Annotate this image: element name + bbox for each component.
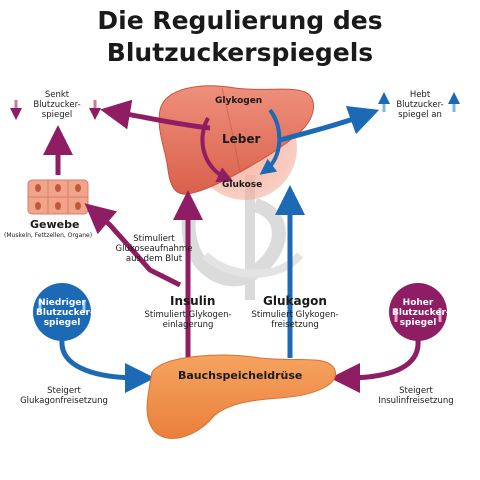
tissue-label: Gewebe [30,218,80,231]
glykogen-to-glukose-arrow [200,117,234,182]
high-blood-sugar-circle [389,283,447,341]
liver-label: Leber [222,132,261,146]
low-blood-sugar-circle [33,283,91,341]
glukose-label: Glukose [222,180,263,190]
glykogen-label: Glykogen [215,96,263,106]
title-line-1: Die Regulierung des [97,6,383,35]
liver-lowers-arrow [100,99,211,131]
pancreas-label: Bauchspeicheldrüse [178,369,303,382]
tissue-icon [27,179,89,215]
liver-raises-arrow [279,105,380,143]
tissue-sublabel: (Muskeln, Fettzellen, Organe) [4,232,93,239]
glukagon-desc: Stimuliert Glykogen-freisetzung [251,310,339,330]
title-line-2: Blutzuckerspiegels [106,38,374,67]
glukose-release-arrow [259,108,282,175]
insulin-desc: Stimuliert Glykogen-einlagerung [144,310,232,330]
pancreas-icon [146,354,337,439]
liver-icon [158,85,314,195]
low-to-pancreas-arrow [59,339,155,393]
insulin-label: Insulin [170,294,216,308]
insulin-to-tissue-arrow [84,203,182,288]
high-to-pancreas-arrow [330,339,421,393]
glukagon-label: Glukagon [263,294,327,308]
